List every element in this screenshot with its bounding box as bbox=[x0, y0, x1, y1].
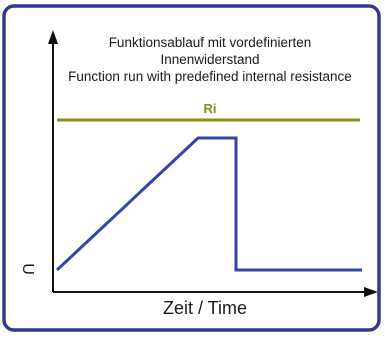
title-line-english: Function run with predefined internal re… bbox=[68, 69, 352, 84]
voltage-signal-line bbox=[55, 136, 362, 272]
x-axis-label: Zeit / Time bbox=[162, 298, 247, 318]
y-axis-arrow bbox=[48, 30, 58, 44]
diagram-frame bbox=[2, 4, 381, 332]
title-line-german-1: Funktionsablauf mit vordefinierten bbox=[108, 35, 312, 50]
x-axis-arrow bbox=[364, 287, 378, 297]
title-line-german-2: Innenwiderstand bbox=[160, 52, 260, 67]
ri-label: Ri bbox=[203, 101, 217, 116]
y-axis-label: U bbox=[19, 263, 36, 275]
